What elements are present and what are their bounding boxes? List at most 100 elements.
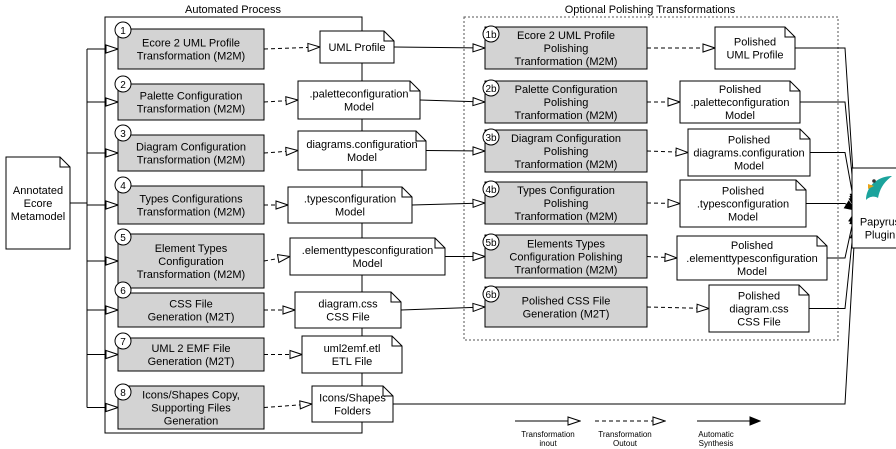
artifact-label: Folders bbox=[334, 405, 371, 417]
transformation-label: Configuration bbox=[158, 256, 223, 268]
automated-process-title: Automated Process bbox=[185, 4, 281, 16]
output-label: Plugin bbox=[865, 229, 896, 241]
polished-artifact-5b bbox=[676, 235, 828, 281]
polish-output-edge bbox=[646, 203, 680, 204]
step-number: 8 bbox=[120, 388, 126, 399]
polishing-label: Tranformation (M2M) bbox=[515, 159, 618, 171]
transformation-label: Supporting Files bbox=[151, 402, 231, 414]
artifact-label: diagram.css bbox=[318, 298, 378, 310]
step-number-badge bbox=[482, 79, 500, 97]
step-number-badge bbox=[114, 281, 132, 299]
transformation-step-8 bbox=[117, 385, 265, 430]
synthesis-edge bbox=[810, 152, 855, 209]
polished-artifact-label: Polished bbox=[738, 290, 780, 302]
output-edge bbox=[263, 100, 298, 102]
optional-polishing-frame bbox=[463, 16, 839, 341]
transformation-label: Transformation (M2M) bbox=[137, 103, 245, 115]
polished-artifact-label: Polished bbox=[728, 134, 770, 146]
polishing-label: Palette Configuration bbox=[515, 84, 618, 96]
step-number-badge bbox=[482, 180, 500, 198]
input-label: Metamodel bbox=[11, 211, 65, 223]
artifact-label: diagrams.configuration bbox=[306, 139, 417, 151]
polishing-label: Polishing bbox=[544, 97, 589, 109]
papyrus-leaf-icon bbox=[866, 176, 892, 200]
artifact-1 bbox=[319, 30, 395, 64]
step-number-badge bbox=[114, 228, 132, 246]
polished-artifact-label: Model bbox=[734, 160, 764, 172]
step-number: 3 bbox=[120, 129, 126, 140]
transformation-step-4 bbox=[117, 185, 265, 225]
artifact-label: .typesconfiguration bbox=[304, 193, 396, 205]
polished-artifact-label: .paletteconfiguration bbox=[690, 97, 789, 109]
input-label: Annotated bbox=[13, 185, 63, 197]
synthesis-edge bbox=[795, 47, 855, 204]
transformation-label: Diagram Configuration bbox=[136, 141, 246, 153]
artifact-label: UML Profile bbox=[328, 42, 385, 54]
polished-artifact-1b bbox=[714, 26, 796, 70]
output-edge bbox=[263, 47, 320, 49]
artifact-label: Icons/Shapes bbox=[319, 392, 386, 404]
transformation-label: Icons/Shapes Copy, bbox=[142, 389, 240, 401]
polishing-step-4b bbox=[484, 181, 648, 225]
step-number-badge bbox=[114, 75, 132, 93]
polished-artifact-label: UML Profile bbox=[726, 49, 783, 61]
transformation-label: Palette Configuration bbox=[140, 90, 243, 102]
legend-label-synthesis: Automatic bbox=[698, 430, 734, 439]
step-number-badge bbox=[114, 383, 132, 401]
step-number: 3b bbox=[485, 133, 497, 144]
polished-artifact-label: .elementtypesconfiguration bbox=[686, 253, 817, 265]
polishing-label: Elements Types bbox=[527, 238, 606, 250]
polish-output-edge bbox=[646, 151, 688, 153]
transformation-step-3 bbox=[117, 134, 265, 172]
legend-label-input: inout bbox=[539, 439, 557, 448]
transformation-step-5 bbox=[117, 233, 265, 289]
polish-input-edge bbox=[400, 307, 485, 310]
legend-label-output: Transformation bbox=[598, 430, 652, 439]
transformation-step-1 bbox=[117, 28, 265, 70]
output-edge bbox=[263, 151, 298, 154]
artifact-label: uml2emf.etl bbox=[324, 343, 381, 355]
polishing-label: Tranformation (M2M) bbox=[515, 211, 618, 223]
transformation-label: Transformation (M2M) bbox=[137, 269, 245, 281]
polish-output-edge bbox=[646, 257, 677, 259]
polished-artifact-6b bbox=[708, 284, 810, 333]
polished-artifact-label: Polished bbox=[722, 185, 764, 197]
polishing-step-2b bbox=[484, 80, 648, 124]
artifact-label: ETL File bbox=[332, 356, 373, 368]
step-number: 5 bbox=[120, 233, 126, 244]
polishing-label: Polished CSS File bbox=[522, 295, 611, 307]
step-number: 4b bbox=[485, 185, 497, 196]
papyrus-beak-icon bbox=[868, 184, 874, 189]
legend-label-synthesis: Synthesis bbox=[699, 439, 734, 448]
transformation-step-2 bbox=[117, 83, 265, 121]
legend-label-output: Outout bbox=[613, 439, 638, 448]
transformation-step-6 bbox=[117, 292, 265, 328]
polished-artifact-label: Model bbox=[737, 266, 767, 278]
papyrus-plugin-doc bbox=[851, 167, 896, 249]
polishing-step-1b bbox=[484, 26, 648, 70]
polishing-label: Polishing bbox=[544, 146, 589, 158]
polishing-label: Polishing bbox=[544, 198, 589, 210]
step-number-badge bbox=[114, 124, 132, 142]
polished-artifact-label: CSS File bbox=[737, 316, 780, 328]
papyrus-logo-icon bbox=[866, 176, 892, 200]
step-number-badge bbox=[114, 176, 132, 194]
artifact-label: .elementtypesconfiguration bbox=[302, 245, 433, 257]
step-number: 6 bbox=[120, 286, 126, 297]
polishing-label: Tranformation (M2M) bbox=[515, 56, 618, 68]
polishing-step-3b bbox=[484, 129, 648, 173]
artifact-6 bbox=[294, 291, 402, 329]
step-number-badge bbox=[482, 25, 500, 43]
polished-artifact-label: Polished bbox=[719, 84, 761, 96]
polishing-label: Configuration Polishing bbox=[509, 251, 622, 263]
artifact-8 bbox=[311, 385, 394, 423]
input-label: Ecore bbox=[24, 198, 53, 210]
step-number-badge bbox=[114, 332, 132, 350]
artifact-2 bbox=[297, 80, 421, 120]
step-number: 2b bbox=[485, 84, 497, 95]
artifact-label: Model bbox=[335, 206, 365, 218]
polishing-label: Diagram Configuration bbox=[511, 133, 621, 145]
transformation-label: CSS File bbox=[169, 298, 212, 310]
step-number: 1 bbox=[120, 26, 126, 37]
